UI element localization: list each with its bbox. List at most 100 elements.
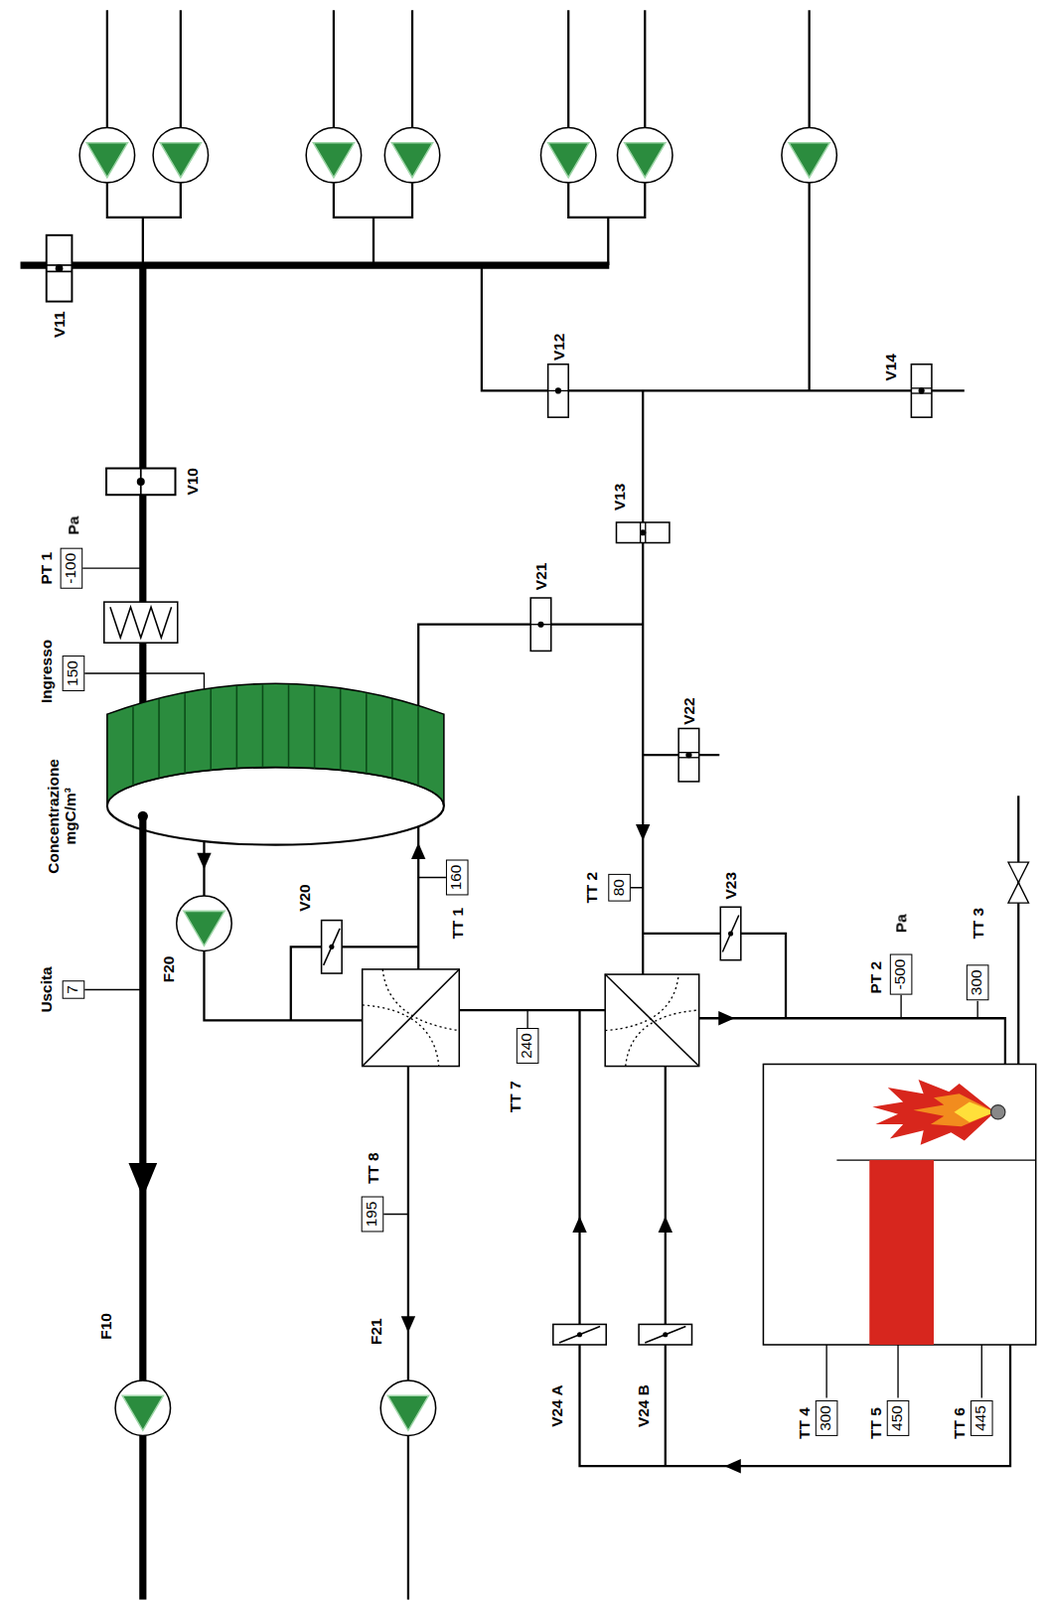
wheel-segment	[236, 686, 239, 769]
fans	[176, 896, 232, 951]
valves	[46, 235, 932, 1346]
tag-label: V14	[882, 352, 899, 382]
tag-label: F20	[159, 955, 177, 985]
readout-box: 240	[516, 1028, 540, 1064]
fans	[79, 127, 135, 182]
readout-box: 150	[62, 655, 86, 692]
oxidizer-chamber	[991, 1105, 1006, 1120]
heat-exchanger	[604, 974, 700, 1066]
tag-label: V24 A	[547, 1383, 565, 1428]
filter-symbol	[110, 606, 172, 638]
tag-label: Concentrazione mgC/m³	[43, 751, 79, 882]
wheel-segment	[288, 685, 291, 768]
tag-label: TT 7	[506, 1079, 524, 1114]
tag-label: PT 1	[36, 551, 54, 587]
tag-label: F21	[366, 1317, 384, 1347]
wheel-segment	[313, 686, 316, 769]
wheel-segment	[365, 693, 368, 773]
tag-label: TT 2	[583, 871, 600, 905]
tag-label: V20	[295, 883, 312, 912]
wheel-segment	[209, 689, 212, 771]
readout-box: -100	[60, 548, 84, 590]
readout-value: 300	[967, 965, 986, 1000]
valves	[678, 728, 700, 781]
readout-box: 300	[966, 964, 990, 1001]
tag-label: TT 3	[968, 906, 986, 941]
main-duct	[138, 811, 149, 1600]
readout-value: 160	[447, 861, 465, 896]
flow-arrow	[724, 1459, 741, 1474]
valves	[46, 235, 73, 302]
heat-exchanger	[362, 969, 700, 1067]
gas-valve	[1008, 862, 1030, 903]
readout-box: 160	[446, 860, 469, 897]
valves	[615, 522, 669, 544]
fans	[79, 127, 837, 1436]
tag-label: TT 6	[950, 1406, 968, 1441]
flow-arrow	[128, 824, 741, 1474]
tag-label: PT 2	[867, 960, 885, 996]
pipe-lines	[203, 826, 605, 1600]
valves	[638, 1324, 692, 1346]
readout-value: 300	[816, 1401, 835, 1436]
tag-label: V10	[182, 466, 200, 496]
flow-arrow	[635, 824, 650, 841]
oxidizer-chamber	[762, 1063, 1036, 1346]
readout-value: -100	[61, 549, 80, 589]
pipe-lines	[107, 182, 810, 392]
readout-box: 450	[887, 1400, 910, 1437]
readout-box: 80	[607, 874, 631, 902]
tag-label: F10	[97, 1312, 115, 1342]
flow-arrow	[411, 843, 426, 860]
wheel-segment	[339, 689, 342, 771]
flow-arrow	[401, 1316, 416, 1333]
wheel-segment	[133, 684, 419, 785]
readout-box: 300	[815, 1400, 839, 1437]
tag-label: V11	[50, 309, 68, 339]
wheel-segment	[132, 706, 135, 785]
readout-value: 150	[63, 656, 82, 691]
readout-value: 450	[888, 1401, 906, 1436]
rotary-concentrator	[107, 683, 445, 845]
tag-label: Pa	[892, 912, 909, 934]
wheel-segment	[417, 706, 420, 785]
heat-exchanger	[362, 969, 460, 1067]
tag-label: V12	[549, 332, 567, 362]
fans	[152, 127, 208, 182]
oxidizer-chamber	[954, 1101, 996, 1123]
valves	[321, 920, 343, 974]
pipe-lines	[107, 9, 810, 128]
oxidizer-chamber	[836, 1159, 1036, 1161]
flow-arrow	[196, 853, 211, 870]
wheel-segment	[391, 699, 394, 778]
fans	[540, 127, 596, 182]
rotary-concentrator	[107, 683, 445, 806]
filter-symbol	[104, 601, 178, 643]
valves	[106, 468, 175, 496]
valves	[530, 598, 552, 651]
valves	[910, 364, 932, 418]
fans	[781, 127, 837, 182]
tag-label: V13	[610, 482, 628, 512]
heat-exchanger	[604, 974, 700, 1066]
tag-label: Uscita	[36, 965, 54, 1014]
tag-label: V23	[722, 871, 740, 900]
readout-value: 195	[362, 1197, 381, 1232]
tag-label: TT 8	[363, 1151, 381, 1186]
tag-label: V24 B	[633, 1383, 651, 1429]
wheel-segment	[157, 699, 160, 778]
readout-value: 7	[63, 981, 82, 998]
oxidizer-chamber	[869, 1160, 934, 1346]
tag-label: Pa	[64, 515, 82, 537]
gas-valve	[1008, 862, 1030, 884]
wheel-segment	[183, 693, 186, 773]
fans	[305, 127, 361, 182]
valves	[553, 1324, 606, 1346]
valves	[548, 364, 570, 418]
pipe-lines	[418, 265, 965, 975]
heat-exchanger	[362, 969, 460, 1067]
main-duct	[20, 265, 610, 705]
fans	[380, 1380, 436, 1436]
